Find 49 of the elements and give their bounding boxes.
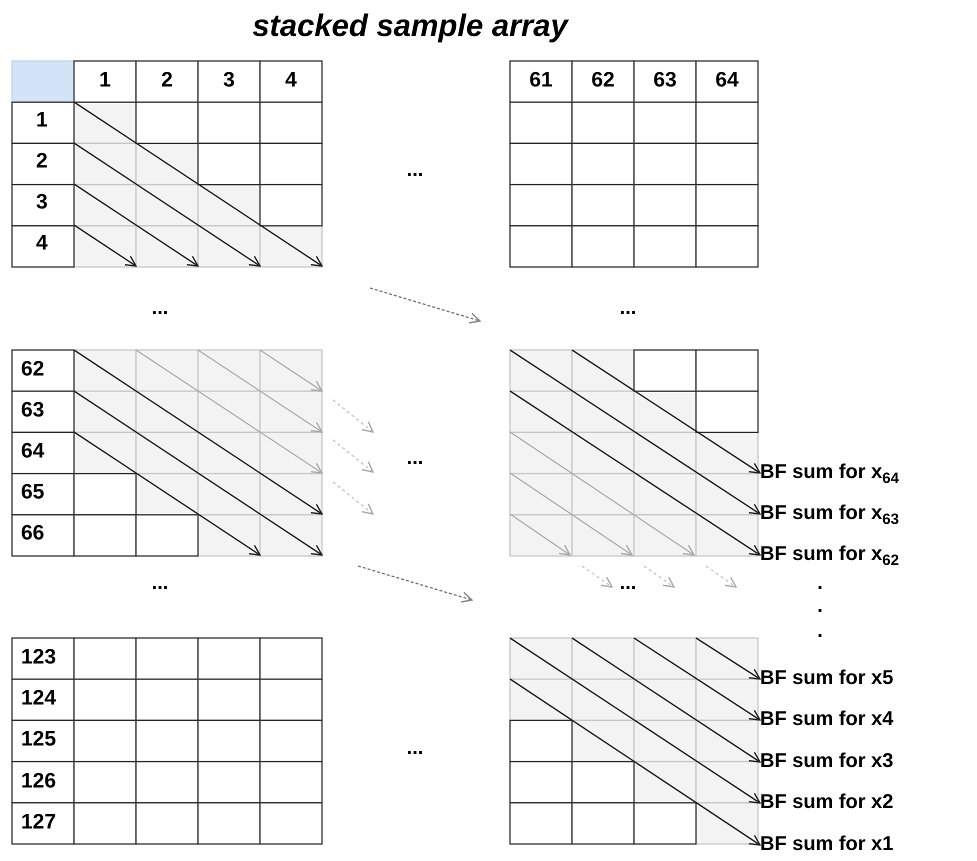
column-header: 1 <box>99 69 111 90</box>
arrow <box>572 349 761 474</box>
arrow <box>510 390 761 556</box>
arrow <box>510 678 761 846</box>
sum-label: BF sum for x2 <box>760 789 894 815</box>
row-header: 127 <box>21 811 56 832</box>
column-header: 3 <box>223 69 235 90</box>
column-header: 62 <box>591 69 615 90</box>
sum-label: BF sum for x1 <box>760 831 894 857</box>
title: stacked sample array <box>252 10 568 41</box>
row-header: 65 <box>21 481 44 502</box>
sum-label: BF sum for x$_{62}$ <box>760 541 899 567</box>
sum-label: BF sum for x3 <box>760 748 894 774</box>
column-header: 63 <box>653 69 677 90</box>
arrow <box>696 637 761 680</box>
row-header: 1 <box>36 109 48 130</box>
arrow <box>634 637 761 721</box>
row-header: 124 <box>21 687 56 708</box>
ellipsis: ... <box>406 448 424 468</box>
continuation-dot: . <box>817 621 823 641</box>
row-header: 4 <box>36 232 48 254</box>
row-header: 126 <box>21 770 56 792</box>
row-header: 125 <box>21 728 56 750</box>
column-header: 61 <box>529 69 553 90</box>
row-header: 64 <box>21 440 44 462</box>
arrow <box>572 637 761 763</box>
ellipsis: ... <box>620 573 636 593</box>
column-header: 64 <box>715 69 739 90</box>
row-header: 2 <box>36 150 48 172</box>
ellipsis: ... <box>152 298 168 318</box>
column-header: 2 <box>161 69 173 90</box>
sum-label: BF sum for x$_{64}$ <box>760 459 899 485</box>
row-header: 3 <box>36 191 48 212</box>
continuation-dot: . <box>817 573 823 593</box>
row-header: 123 <box>21 646 56 668</box>
continuation-dot: . <box>817 596 823 616</box>
row-header: 62 <box>21 358 44 380</box>
ellipsis: ... <box>406 738 424 758</box>
row-header: 66 <box>21 522 44 544</box>
sum-label: BF sum for x4 <box>760 706 894 732</box>
row-header: 63 <box>21 399 44 420</box>
column-header: 4 <box>285 69 297 90</box>
sum-label: BF sum for x5 <box>760 665 894 691</box>
ellipsis: ... <box>620 298 636 318</box>
ellipsis: ... <box>152 573 168 593</box>
arrow <box>510 637 761 804</box>
ellipsis: ... <box>406 160 424 180</box>
sum-label: BF sum for x$_{63}$ <box>760 500 899 526</box>
arrow <box>510 349 761 515</box>
